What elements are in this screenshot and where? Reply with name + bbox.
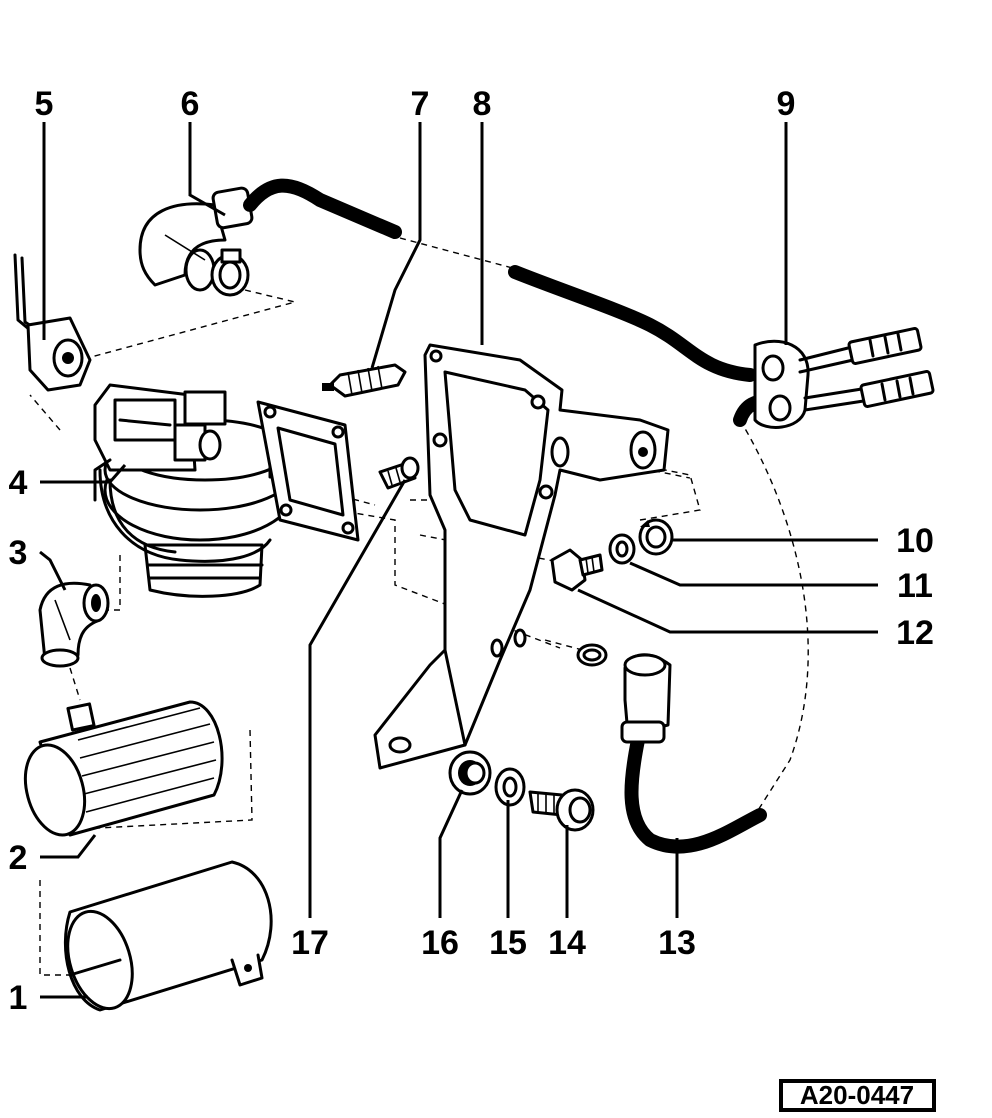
part-5-connector <box>13 253 92 392</box>
callout-17: 17 <box>291 924 329 962</box>
part-15-washer <box>494 767 526 807</box>
part-9-pipe-connector <box>508 265 935 429</box>
callout-4: 4 <box>9 464 28 502</box>
callout-2: 2 <box>9 839 28 877</box>
part-12-bolt <box>550 548 604 592</box>
callout-11: 11 <box>897 567 933 605</box>
callout-12: 12 <box>896 614 934 652</box>
callout-14: 14 <box>548 924 586 962</box>
part-8-bracket <box>373 343 670 770</box>
callout-15: 15 <box>489 924 527 962</box>
part-3-elbow-hose <box>38 581 110 668</box>
reference-code-box: A20-0447 <box>779 1079 936 1112</box>
part-16-grommet <box>448 750 492 796</box>
part-2-filter <box>23 700 224 837</box>
part-14-bolt <box>528 788 595 832</box>
reference-code: A20-0447 <box>800 1080 914 1110</box>
callout-6: 6 <box>181 85 200 123</box>
part-1-heat-shield <box>63 860 273 1012</box>
callout-9: 9 <box>777 85 796 123</box>
callout-16: 16 <box>421 924 459 962</box>
callout-5: 5 <box>35 85 54 123</box>
callout-3: 3 <box>9 534 28 572</box>
part-17-stud <box>378 456 420 490</box>
callout-10: 10 <box>896 522 934 560</box>
gasket <box>256 400 360 542</box>
part-11-washer <box>608 533 636 565</box>
callout-1: 1 <box>9 979 28 1017</box>
callout-7: 7 <box>411 85 430 123</box>
leader-lines <box>39 122 878 999</box>
part-10-nut <box>638 518 674 556</box>
part-13-hose <box>576 643 767 854</box>
callout-8: 8 <box>473 85 492 123</box>
callout-13: 13 <box>658 924 696 962</box>
part-4-valve-body <box>93 383 302 598</box>
part-6-hose <box>138 178 402 297</box>
callout-labels: 5 6 7 8 9 4 3 2 1 10 11 12 13 14 15 16 1… <box>9 85 934 1017</box>
part-7-vent-valve <box>322 363 407 398</box>
